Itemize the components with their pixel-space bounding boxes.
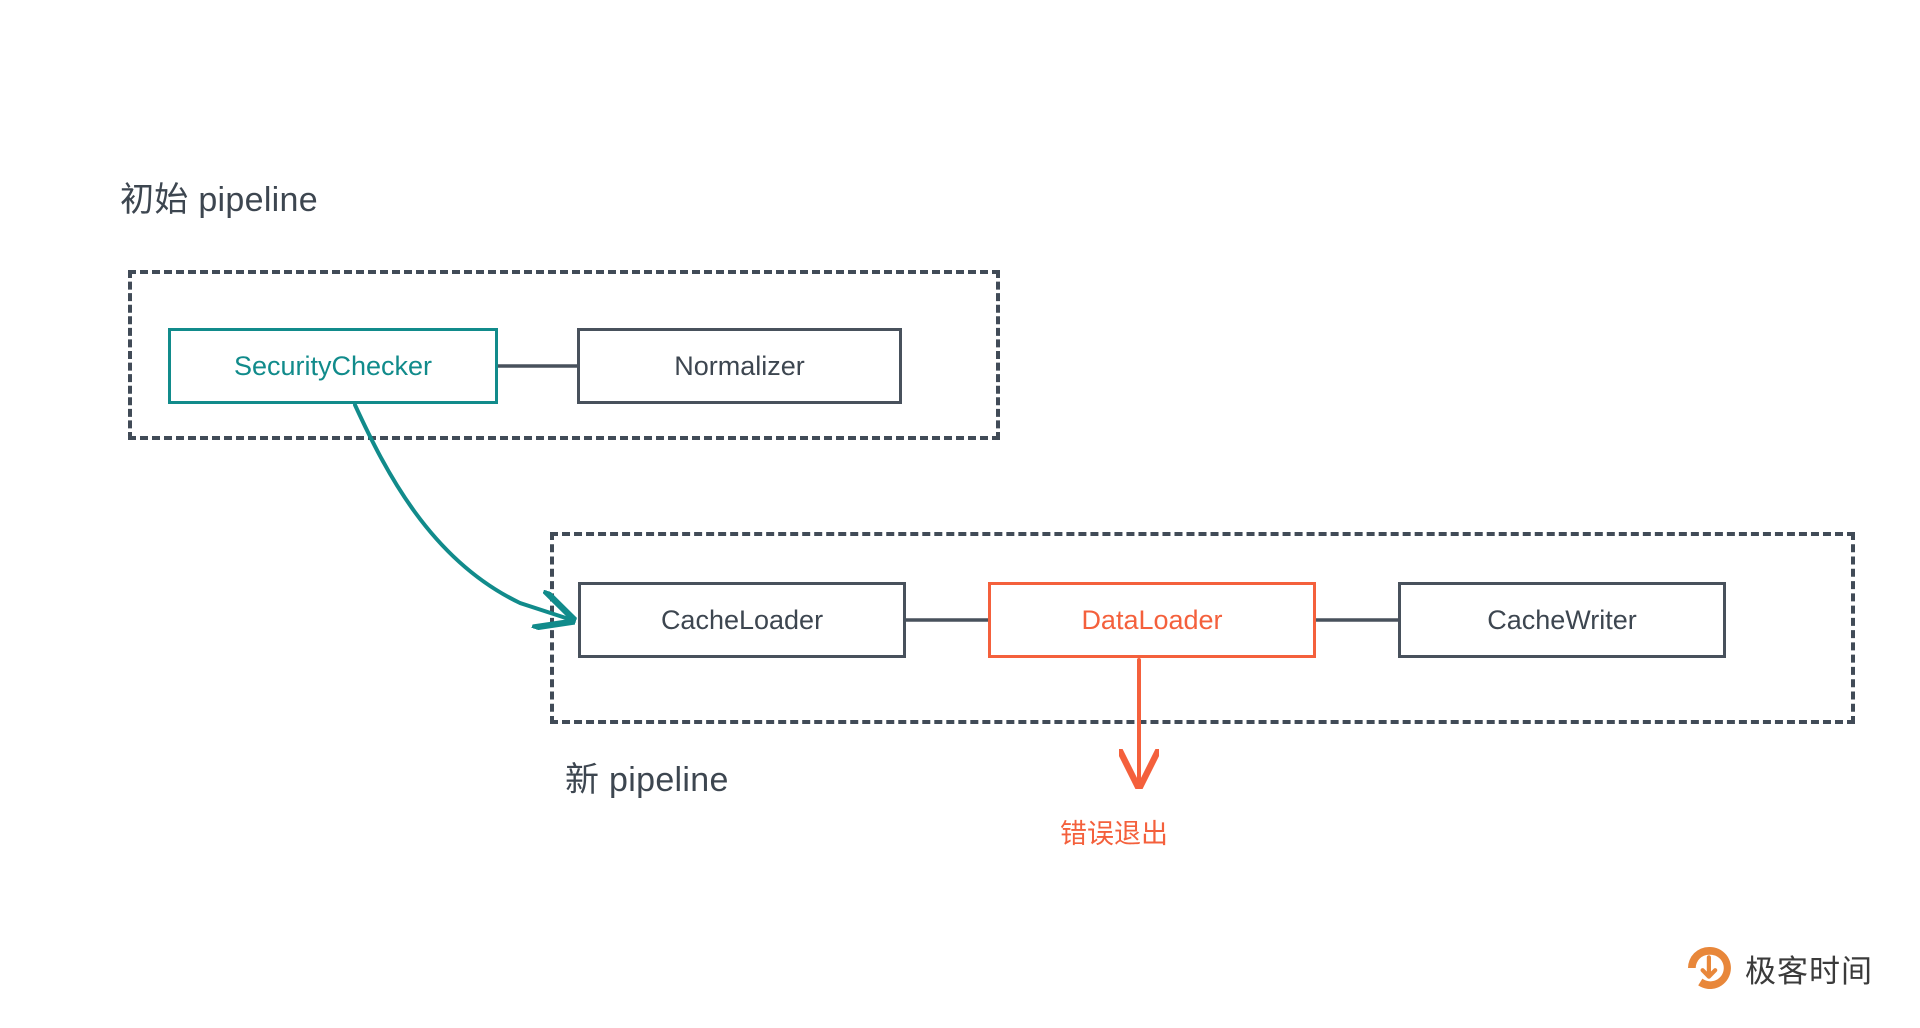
stage-box-security-checker[interactable]: SecurityChecker (168, 328, 498, 404)
error-exit-label: 错误退出 (1060, 819, 1168, 849)
stage-label-cache-writer: CacheWriter (1487, 604, 1637, 635)
stage-label-cache-loader: CacheLoader (660, 604, 824, 635)
pipeline-new-caption: 新 pipeline (565, 761, 729, 799)
brand-logo-text: 极客时间 (1745, 953, 1873, 989)
stage-box-cache-loader[interactable]: CacheLoader (578, 582, 906, 658)
stage-box-data-loader[interactable]: DataLoader (988, 582, 1316, 658)
brand-logo: 极客时间 (1686, 945, 1873, 991)
stage-box-normalizer[interactable]: Normalizer (577, 328, 902, 404)
stage-box-cache-writer[interactable]: CacheWriter (1398, 582, 1726, 658)
stage-label-security-checker: SecurityChecker (233, 350, 433, 381)
geektime-logo-icon (1686, 945, 1732, 991)
pipeline-initial-caption: 初始 pipeline (120, 181, 318, 219)
stage-label-data-loader: DataLoader (1081, 604, 1223, 635)
stage-label-normalizer: Normalizer (674, 350, 805, 381)
